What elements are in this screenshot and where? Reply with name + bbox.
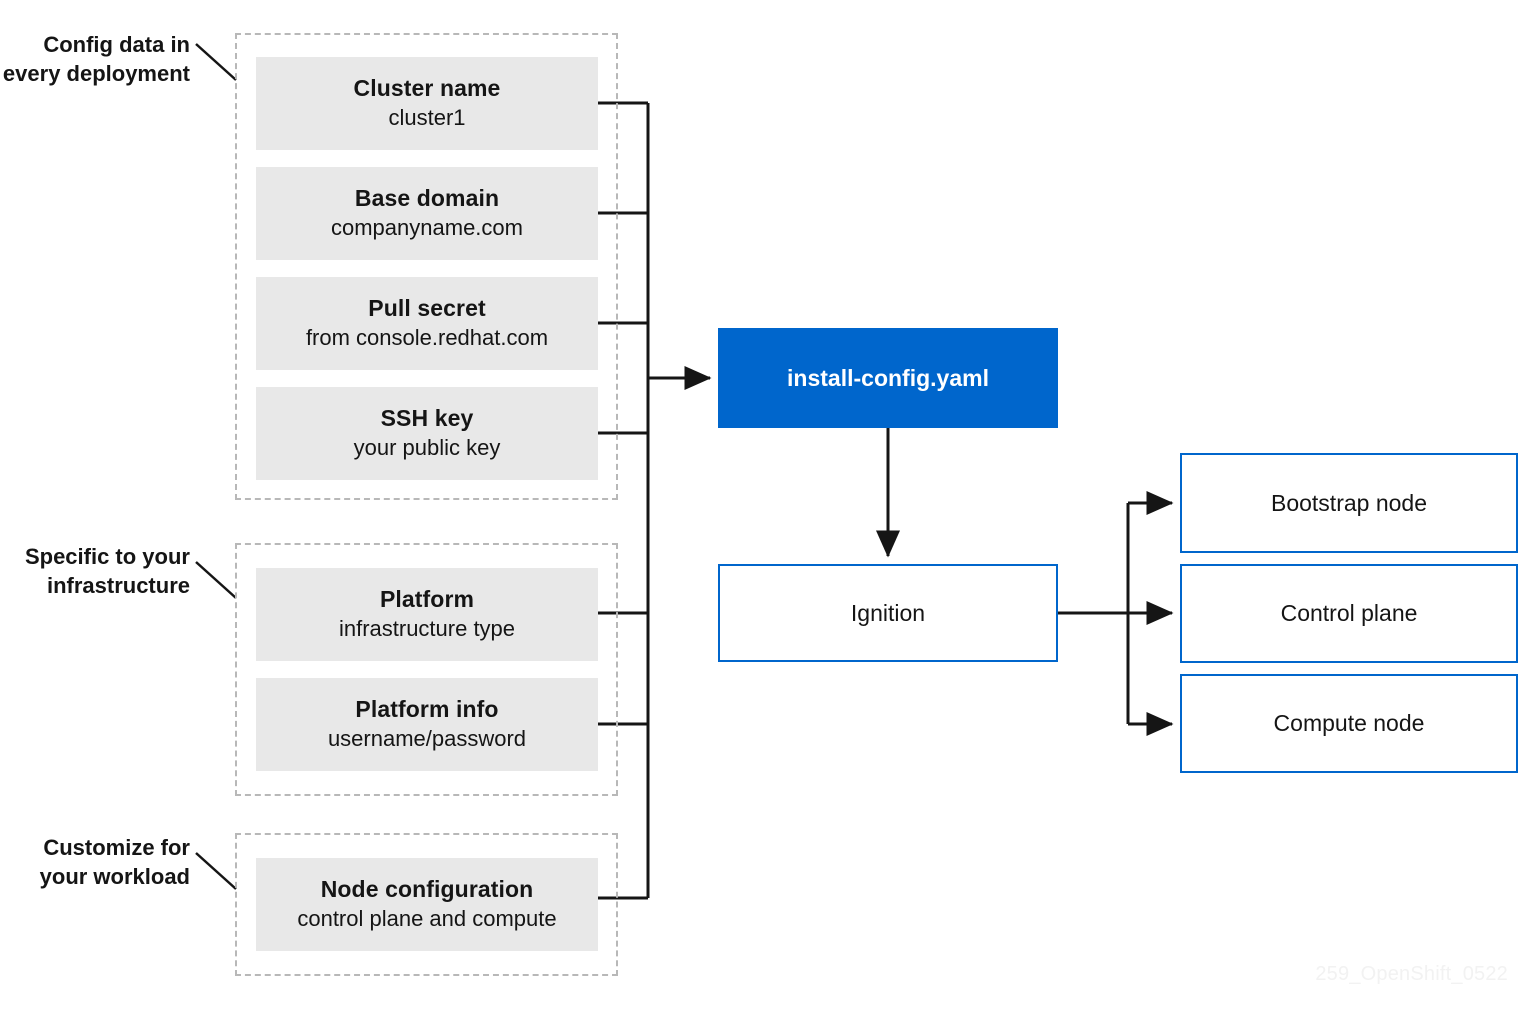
card-subtitle: companyname.com: [331, 215, 523, 241]
card-title: Cluster name: [353, 75, 501, 102]
node-bootstrap-node[interactable]: Bootstrap node: [1180, 453, 1518, 553]
card-pull-secret[interactable]: Pull secret from console.redhat.com: [256, 277, 598, 370]
leader-line-workload: [195, 852, 237, 890]
annotation-workload: Customize for your workload: [39, 835, 190, 890]
card-platform[interactable]: Platform infrastructure type: [256, 568, 598, 661]
card-base-domain[interactable]: Base domain companyname.com: [256, 167, 598, 260]
card-title: SSH key: [380, 405, 474, 432]
card-title: Platform: [379, 586, 475, 613]
node-compute-node[interactable]: Compute node: [1180, 674, 1518, 773]
card-title: Node configuration: [320, 876, 534, 903]
group-workload: [235, 833, 618, 976]
card-node-configuration[interactable]: Node configuration control plane and com…: [256, 858, 598, 951]
card-subtitle: cluster1: [388, 105, 466, 131]
card-title: Platform info: [355, 696, 499, 723]
watermark-label: 259_OpenShift_0522: [1315, 963, 1508, 985]
leader-line-infrastructure: [195, 561, 237, 599]
card-title: Pull secret: [368, 295, 486, 322]
leader-line-every-deployment: [195, 43, 237, 81]
card-ssh-key[interactable]: SSH key your public key: [256, 387, 598, 480]
group-config-data: [235, 33, 618, 500]
card-subtitle: your public key: [353, 435, 501, 461]
card-subtitle: control plane and compute: [297, 906, 557, 932]
annotation-infrastructure: Specific to your infrastructure: [24, 544, 190, 599]
node-install-config-yaml[interactable]: install-config.yaml: [718, 328, 1058, 428]
node-ignition[interactable]: Ignition: [718, 564, 1058, 662]
card-subtitle: username/password: [327, 726, 527, 752]
group-infrastructure: [235, 543, 618, 796]
node-control-plane[interactable]: Control plane: [1180, 564, 1518, 663]
card-subtitle: infrastructure type: [338, 616, 516, 642]
card-platform-info[interactable]: Platform info username/password: [256, 678, 598, 771]
card-title: Base domain: [354, 185, 500, 212]
card-subtitle: from console.redhat.com: [305, 325, 549, 351]
card-cluster-name[interactable]: Cluster name cluster1: [256, 57, 598, 150]
annotation-every-deployment: Config data in every deployment: [2, 32, 190, 87]
